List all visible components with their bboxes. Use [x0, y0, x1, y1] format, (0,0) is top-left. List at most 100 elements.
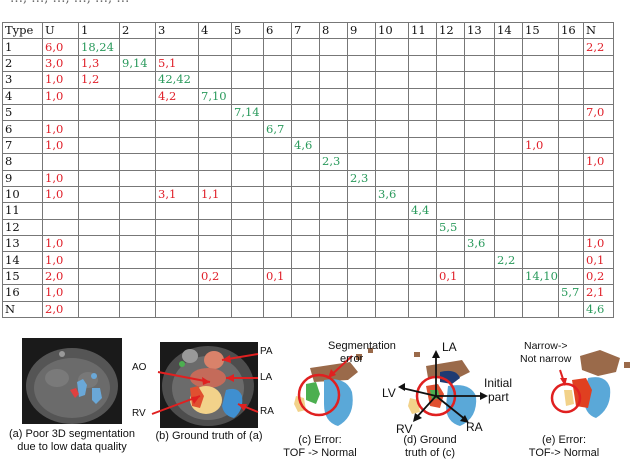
table-cell: 0,1: [436, 267, 465, 286]
table-cell: [408, 153, 437, 171]
caption-e-line1: (e) Error:: [542, 434, 586, 446]
table-cell: [119, 87, 156, 105]
table-cell: [464, 300, 495, 319]
table-cell: [558, 71, 584, 89]
table-cell: [119, 169, 156, 187]
table-cell: [78, 300, 120, 319]
table-cell: [408, 38, 437, 56]
row-type-label: 4: [2, 87, 43, 105]
table-cell: [408, 169, 437, 187]
row-type-label: 16: [2, 284, 43, 302]
table-cell: [408, 284, 437, 302]
table-cell: [347, 235, 376, 253]
table-cell: [198, 153, 232, 171]
caption-a-line1: (a) Poor 3D segmentation: [9, 428, 135, 440]
table-cell: [494, 71, 523, 89]
row-type-label: 6: [2, 120, 43, 138]
table-cell: 5,1: [155, 54, 199, 73]
table-cell: 6,7: [263, 120, 292, 138]
table-cell: [375, 267, 409, 286]
table-cell: [291, 218, 320, 237]
table-cell: [347, 87, 376, 105]
table-cell: [263, 153, 292, 171]
table-cell: [558, 136, 584, 155]
table-cell: [408, 103, 437, 122]
table-cell: [155, 120, 199, 138]
row-type-label: 12: [2, 218, 43, 237]
table-cell: [522, 120, 559, 138]
table-cell: [291, 267, 320, 286]
table-cell: [558, 54, 584, 73]
table-cell: [319, 251, 348, 269]
caption-d: (d) Ground truth of (c): [380, 434, 480, 460]
table-cell: [231, 235, 264, 253]
header-fragment: …, …, …, …, …, …: [0, 0, 640, 9]
table-cell: [464, 71, 495, 89]
column-header: 1: [78, 21, 120, 40]
table-cell: [436, 120, 465, 138]
column-header: 3: [155, 21, 199, 40]
table-cell: [375, 103, 409, 122]
table-cell: [436, 251, 465, 269]
table-cell: [263, 38, 292, 56]
table-cell: 7,14: [231, 103, 264, 122]
table-cell: [263, 136, 292, 155]
table-cell: [464, 169, 495, 187]
table-cell: [319, 284, 348, 302]
table-cell: [198, 71, 232, 89]
table-cell: [347, 300, 376, 319]
label-rv-d: RV: [396, 422, 413, 436]
caption-c: (c) Error: TOF -> Normal: [270, 434, 370, 460]
table-cell: [263, 87, 292, 105]
caption-b: (b) Ground truth of (a): [144, 430, 274, 443]
panel-a: (a) Poor 3D segmentation due to low data…: [9, 338, 135, 471]
note-narrow: Narrow->: [524, 340, 568, 352]
column-header: 8: [319, 21, 348, 40]
table-cell: 2,0: [42, 300, 79, 319]
table-cell: 2,1: [583, 284, 614, 302]
table-cell: [347, 71, 376, 89]
table-cell: [291, 71, 320, 89]
table-cell: [464, 251, 495, 269]
table-cell: [119, 235, 156, 253]
table-cell: 3,0: [42, 54, 79, 73]
table-cell: [464, 87, 495, 105]
table-cell: 1,0: [42, 136, 79, 155]
table-cell: 1,0: [42, 251, 79, 269]
column-header: 7: [291, 21, 320, 40]
table-cell: [558, 300, 584, 319]
table-cell: [155, 267, 199, 286]
table-cell: [291, 153, 320, 171]
table-cell: 4,6: [291, 136, 320, 155]
table-cell: [119, 267, 156, 286]
panel-b: AO RV PA LA RA (b) Ground truth of (a): [130, 338, 274, 471]
table-cell: [231, 87, 264, 105]
row-type-label: 10: [2, 185, 43, 204]
table-cell: [464, 202, 495, 220]
table-cell: [231, 185, 264, 204]
table-cell: [347, 185, 376, 204]
table-cell: [231, 267, 264, 286]
table-cell: [558, 267, 584, 286]
table-cell: [494, 218, 523, 237]
table-cell: [436, 136, 465, 155]
table-cell: [263, 71, 292, 89]
table-cell: [231, 251, 264, 269]
table-cell: [408, 136, 437, 155]
panel-d: LA LV RV RA Initial part (d) Ground trut…: [380, 338, 512, 471]
table-cell: [263, 251, 292, 269]
table-cell: [119, 300, 156, 319]
table-cell: [198, 120, 232, 138]
table-cell: [198, 235, 232, 253]
table-cell: [291, 235, 320, 253]
segmentation-error-image-c: [294, 348, 373, 426]
table-cell: 4,2: [155, 87, 199, 105]
table-cell: [583, 218, 614, 237]
table-cell: [78, 153, 120, 171]
table-cell: 0,2: [583, 267, 614, 286]
table-cell: [319, 169, 348, 187]
table-cell: [494, 153, 523, 171]
table-cell: [319, 71, 348, 89]
